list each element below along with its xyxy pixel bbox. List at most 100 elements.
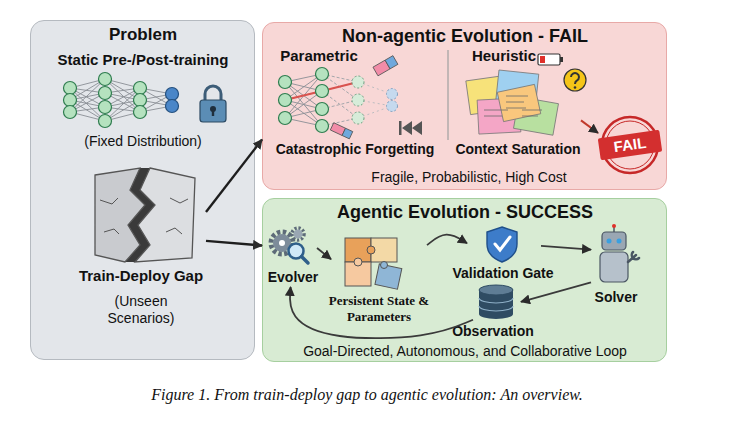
database-icon (479, 285, 513, 319)
network-links (285, 74, 322, 126)
agentic-panel: Agentic Evolution - SUCCESSGoal-Directed… (262, 198, 667, 362)
evolver-icon (271, 228, 308, 263)
bubble-circle (564, 69, 586, 91)
fading-neuron (387, 101, 398, 112)
fail-stamp: FAIL (598, 115, 662, 175)
puzzle-knob (367, 246, 375, 254)
output-neuron (166, 88, 179, 101)
neuron (134, 106, 147, 119)
neuron (279, 112, 292, 125)
node-title: Persistent State & Parameters (324, 293, 434, 324)
robot-icon (600, 224, 639, 282)
gear-teeth (271, 232, 293, 254)
note-lines (484, 96, 542, 116)
crack-lines (100, 198, 188, 234)
node-title: Parametric (280, 47, 358, 65)
puzzle-piece (345, 238, 371, 262)
keyhole (212, 110, 214, 116)
persistent-state-node: Persistent State & Parameters (331, 231, 427, 325)
shield-icon (487, 227, 517, 262)
node-title: Problem (109, 25, 177, 45)
puzzle-knob (381, 262, 388, 269)
rewind-triangles (402, 121, 422, 135)
node-title: Solver (595, 289, 638, 306)
eraser-part (330, 123, 345, 136)
sticky-note (495, 70, 539, 110)
keyhole (210, 106, 216, 112)
parametric-group: ParametricCatastrophic Forgetting (267, 45, 443, 161)
robot-eye (607, 239, 612, 244)
node-title: Observation (452, 323, 534, 340)
battery-tip (560, 57, 563, 62)
puzzle-piece (375, 264, 402, 289)
neuron (316, 120, 329, 133)
eraser-part (385, 56, 398, 69)
solver-node: Solver (591, 225, 641, 307)
gear-body (294, 230, 303, 239)
lock-icon (200, 86, 226, 122)
lock-body (200, 100, 226, 122)
neuron (64, 82, 77, 95)
sticky-note (497, 84, 540, 121)
battery-body (538, 54, 560, 65)
robot-head (602, 232, 626, 250)
lock-shackle (205, 86, 221, 101)
magnifier-lens (289, 244, 304, 259)
node-title: Static Pre-/Post-training (58, 51, 229, 69)
robot-antenna (613, 227, 615, 232)
divider-line (447, 50, 448, 140)
database-body (479, 290, 513, 319)
sticky-note (514, 97, 559, 135)
neuron (99, 73, 112, 86)
neuron (99, 87, 112, 100)
broken-links (358, 82, 392, 118)
flow-arrow (541, 246, 591, 250)
network-links (70, 79, 172, 121)
neural-net-icon (64, 73, 179, 128)
sticky-notes-icon (466, 70, 559, 135)
node-title: Agentic Evolution - SUCCESS (337, 202, 593, 224)
neuron (64, 106, 77, 119)
flow-arrow (317, 248, 331, 259)
eraser-icon (373, 56, 398, 76)
validation-gate-node: Validation Gate (467, 227, 541, 281)
eraser-part (373, 60, 390, 76)
fading-neuron (352, 76, 364, 88)
flow-arrow (581, 120, 598, 133)
node-title: Train-Deploy Gap (79, 267, 203, 285)
flow-arrow (290, 287, 473, 338)
fading-neuron (352, 112, 364, 124)
neuron (316, 68, 329, 81)
database-bands (479, 298, 513, 311)
neuron (134, 82, 147, 95)
neuron (279, 94, 292, 107)
node-subtitle: Fragile, Probabilistic, High Cost (371, 169, 566, 186)
puzzle-piece (371, 238, 397, 262)
ground-slab (135, 168, 195, 262)
problem-panel: ProblemStatic Pre-/Post-training(Fixed D… (30, 20, 255, 360)
node-subtitle: Context Saturation (455, 141, 580, 158)
database-top (479, 285, 513, 295)
parametric-net-icon (279, 56, 423, 139)
node-title: Heuristic (472, 47, 536, 65)
connector-layer (206, 120, 598, 338)
figure-caption: Figure 1. From train-deploy gap to agent… (151, 386, 582, 404)
sticky-note (477, 98, 521, 134)
node-title: Validation Gate (452, 265, 553, 282)
node-title: Non-agentic Evolution - FAIL (342, 26, 588, 48)
node-subtitle: (Unseen Scenarios) (96, 293, 186, 327)
node-title: Evolver (268, 269, 319, 286)
puzzle-icon (345, 238, 402, 289)
neuron (99, 115, 112, 128)
flow-arrow (206, 140, 262, 212)
static-training-group: Static Pre-/Post-training(Fixed Distribu… (37, 49, 250, 153)
node-subtitle: Catastrophic Forgetting (276, 141, 435, 158)
ground-slab (95, 168, 145, 262)
broken-links (322, 74, 358, 126)
question-mark (571, 73, 579, 84)
check-mark (495, 237, 510, 250)
stamp-banner (598, 130, 662, 160)
rewind-icon (399, 121, 422, 135)
puzzle-piece (345, 262, 371, 286)
wrench (628, 252, 639, 262)
